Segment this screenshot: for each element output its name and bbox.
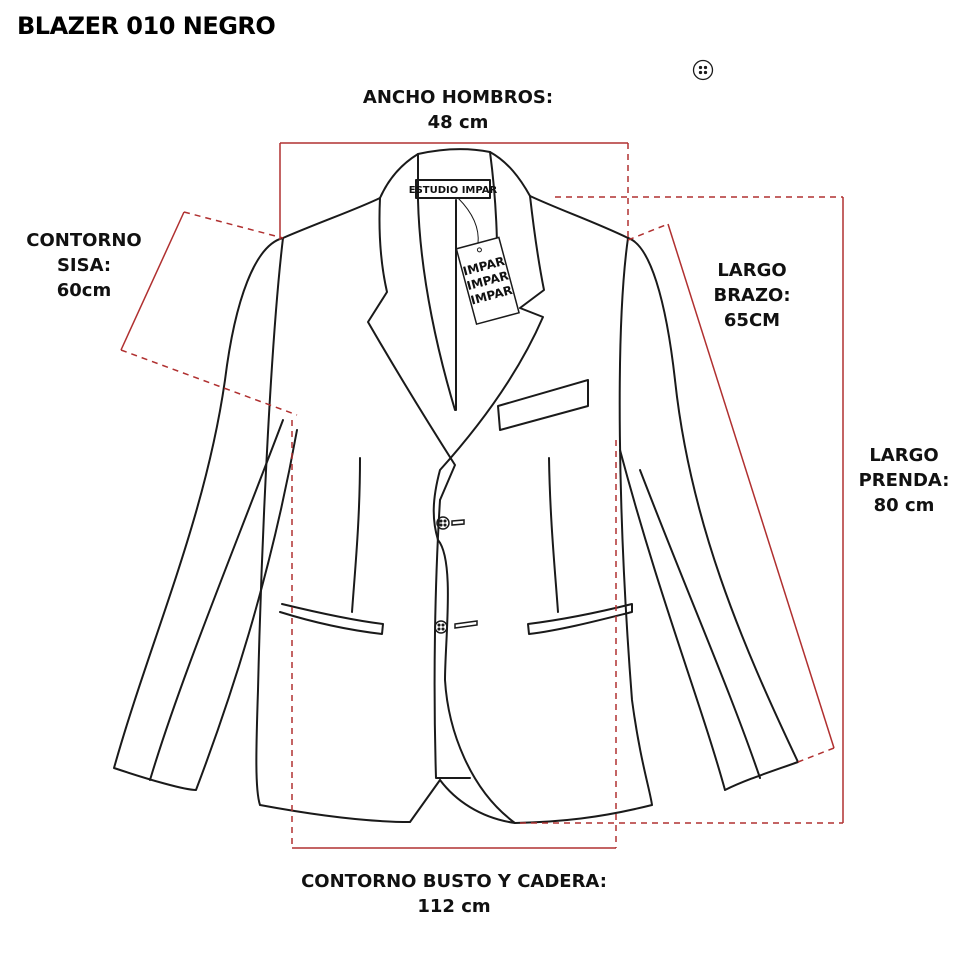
upper-button bbox=[436, 516, 465, 530]
armhole-line bbox=[120, 211, 185, 351]
shoulder-right bbox=[529, 195, 629, 239]
shoulder-width-title: ANCHO HOMBROS: bbox=[362, 87, 554, 108]
bust-hip-label: CONTORNO BUSTO Y CADERA: 112 cm bbox=[254, 869, 654, 919]
brand-label-box bbox=[415, 179, 491, 199]
right-lapel bbox=[432, 195, 545, 824]
blazer-outline bbox=[113, 148, 799, 824]
armhole-title-1: CONTORNO bbox=[26, 230, 142, 251]
chest-pocket bbox=[497, 379, 589, 431]
armhole-label: CONTORNO SISA: 60cm bbox=[4, 228, 164, 303]
garment-length-label: LARGO PRENDA: 80 cm bbox=[846, 443, 962, 518]
left-sleeve bbox=[113, 237, 298, 791]
bust-hip-value: 112 cm bbox=[417, 896, 491, 917]
inner-neck-left bbox=[417, 153, 456, 411]
armhole-value: 60cm bbox=[56, 280, 112, 301]
hang-tag: IMPAR IMPAR IMPAR bbox=[455, 197, 520, 326]
arm-length-label: LARGO BRAZO: 65CM bbox=[690, 258, 814, 333]
garment-length-value: 80 cm bbox=[873, 495, 935, 516]
brand-label: ESTUDIO IMPAR bbox=[409, 185, 498, 196]
right-hip-pocket bbox=[527, 603, 633, 635]
arm-length-value: 65CM bbox=[723, 310, 781, 331]
left-hip-pocket bbox=[279, 603, 384, 635]
garment-length-title-2: PRENDA: bbox=[858, 470, 950, 491]
armhole-title-2: SISA: bbox=[56, 255, 112, 276]
arm-length-title-1: LARGO bbox=[717, 260, 787, 281]
right-sleeve bbox=[619, 237, 799, 791]
right-sleeve-seam bbox=[639, 469, 761, 779]
left-body-side bbox=[255, 237, 441, 823]
shoulder-width-label: ANCHO HOMBROS: 48 cm bbox=[338, 85, 578, 135]
bust-hip-title: CONTORNO BUSTO Y CADERA: bbox=[301, 871, 607, 892]
hem-right bbox=[439, 779, 516, 824]
page-title: BLAZER 010 NEGRO bbox=[17, 12, 276, 40]
armhole-top-dashed bbox=[183, 211, 284, 239]
arm-bottom-dashed bbox=[797, 747, 835, 763]
shoulder-width-value: 48 cm bbox=[427, 112, 489, 133]
shoulder-left bbox=[282, 197, 381, 239]
collar-back bbox=[379, 148, 531, 199]
button-icon bbox=[692, 59, 714, 81]
arm-length-line bbox=[667, 223, 835, 749]
armhole-bottom-dashed bbox=[120, 349, 298, 416]
right-body-side bbox=[514, 237, 653, 824]
garment-length-title-1: LARGO bbox=[869, 445, 939, 466]
front-overlap bbox=[433, 499, 471, 779]
arm-top-dashed bbox=[627, 223, 669, 241]
lower-button bbox=[434, 620, 478, 634]
arm-length-title-2: BRAZO: bbox=[713, 285, 791, 306]
left-lapel bbox=[367, 197, 456, 501]
measurement-guides bbox=[120, 142, 844, 849]
right-dart bbox=[548, 457, 559, 613]
left-sleeve-seam bbox=[149, 419, 284, 781]
left-dart bbox=[351, 457, 361, 613]
